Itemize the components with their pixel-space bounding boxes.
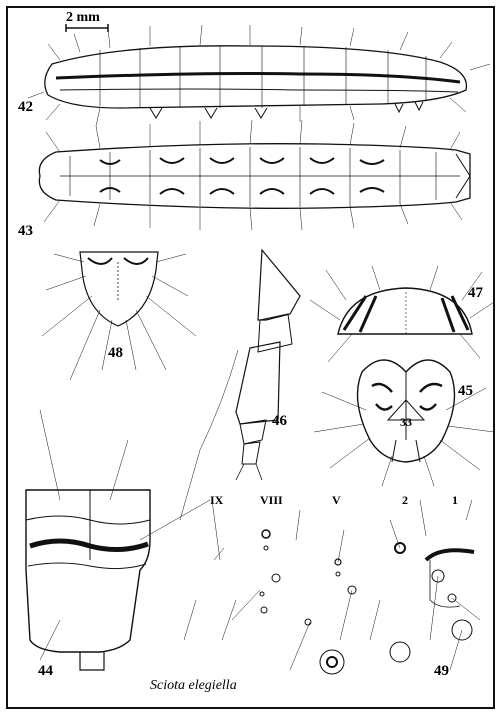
figure-label-42: 42 [18, 99, 33, 115]
body-segment [25, 409, 211, 671]
scale-bar [65, 24, 109, 32]
segment-label-ix: IX [210, 493, 224, 507]
segment-label-2: 2 [402, 493, 408, 507]
head-capsule [313, 359, 495, 487]
prothoracic-shield [309, 265, 495, 363]
figure-label-46: 46 [272, 413, 287, 429]
larva-dorsal-view [38, 119, 471, 231]
segment-label-v: V [332, 493, 341, 507]
segment-label-1: 1 [452, 493, 458, 507]
figure-label-44: 44 [38, 663, 53, 679]
head-mark: 33 [400, 415, 412, 429]
setal-map [183, 499, 481, 675]
segment-label-viii: VIII [260, 493, 283, 507]
figure-label-45: 45 [458, 383, 473, 399]
figure-label-47: 47 [468, 285, 483, 301]
species-name: Sciota elegiella [150, 678, 237, 693]
figure-label-48: 48 [108, 345, 123, 361]
larva-lateral-view [27, 24, 491, 127]
scale-bar-label: 2 mm [66, 10, 100, 25]
figure-label-49: 49 [434, 663, 449, 679]
antenna [179, 248, 301, 521]
anal-plate [41, 251, 197, 381]
plate-border [6, 6, 495, 709]
figure-label-43: 43 [18, 223, 33, 239]
